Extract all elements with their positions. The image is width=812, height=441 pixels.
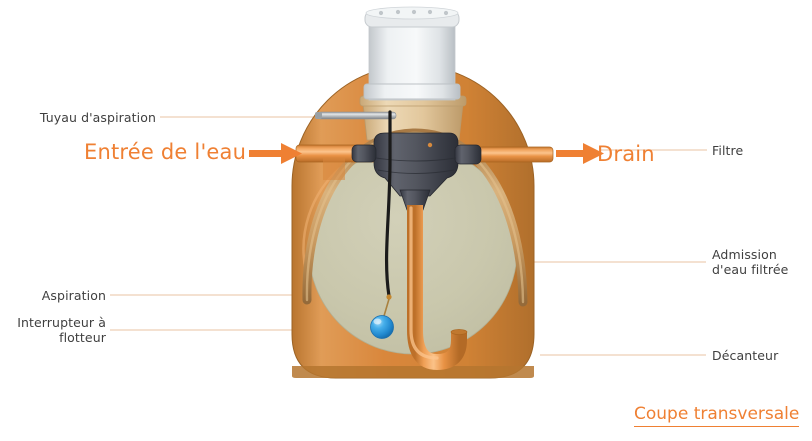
label-decanteur: Décanteur	[712, 348, 779, 363]
inlet-flow-arrow	[249, 143, 302, 164]
inlet-pipe-flange	[323, 158, 345, 180]
filter-outlet-stub	[454, 144, 482, 165]
label-tuyau-aspiration: Tuyau d'aspiration	[39, 110, 156, 125]
figure-caption: Coupe transversale	[634, 404, 800, 427]
downpipe	[407, 205, 467, 371]
label-aspiration: Aspiration	[41, 288, 106, 303]
outlet-flow-arrow	[556, 143, 604, 164]
manhole-riser-base-rim	[363, 83, 461, 100]
float-tether	[383, 298, 390, 317]
label-interrupteur-flotteur: Interrupteur à flotteur	[0, 315, 106, 345]
label-entree-de-leau: Entrée de l'eau	[84, 140, 247, 164]
float-ball-highlight	[373, 318, 382, 325]
suction-pipe	[317, 111, 397, 120]
label-drain: Drain	[597, 142, 655, 166]
manhole-cover-bolts	[378, 9, 449, 16]
downpipe-group	[407, 205, 468, 371]
downpipe-highlight	[409, 206, 439, 360]
filter-housing	[373, 132, 459, 197]
downpipe-outlet-mouth	[450, 329, 468, 335]
manhole-cover-top	[365, 6, 459, 20]
label-interrupteur-flotteur-line2: flotteur	[59, 330, 106, 345]
float-switch-ball	[370, 315, 394, 339]
float-switch-cable	[384, 110, 392, 298]
filter-bands	[375, 157, 457, 174]
tank-base-shadow	[292, 366, 534, 378]
label-admission-line1: Admission	[712, 247, 777, 262]
label-admission-line2: d'eau filtrée	[712, 262, 789, 277]
label-filtre: Filtre	[712, 143, 744, 158]
filter-inlet-stub	[351, 144, 377, 163]
suction-pipe-endcap	[315, 112, 322, 119]
label-admission-eau-filtree: Admission d'eau filtrée	[712, 247, 812, 277]
float-cable-terminal	[386, 294, 392, 300]
filter-brand-dot	[427, 142, 433, 148]
label-interrupteur-flotteur-line1: Interrupteur à	[17, 315, 106, 330]
